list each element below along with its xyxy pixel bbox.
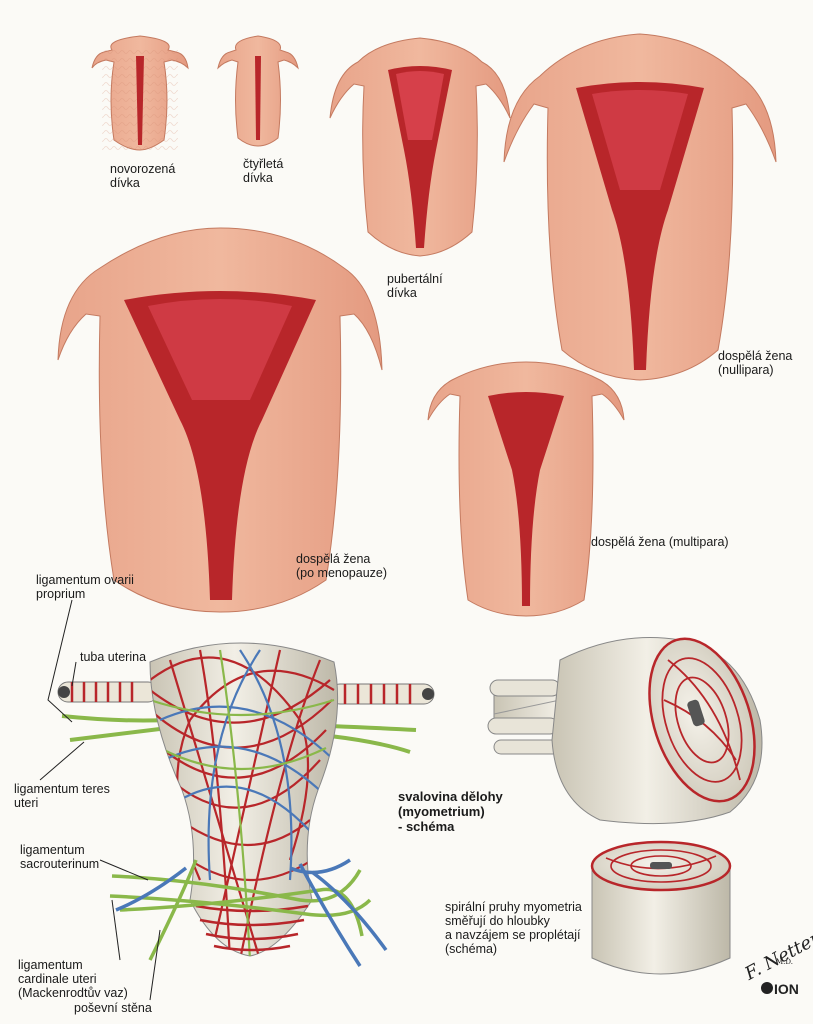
label-ligamentum-ovarii: ligamentum ovarii proprium <box>36 573 134 601</box>
myometrium-schema-uterus <box>57 642 435 967</box>
label-leader-lines <box>39 599 161 1001</box>
label-ligamentum-sacrouterinum: ligamentum sacrouterinum <box>20 843 100 871</box>
label-nullipara: dospělá žena (nullipara) <box>718 349 793 377</box>
label-tuba-uterina: tuba uterina <box>80 650 147 664</box>
uterus-multipara <box>427 361 625 617</box>
myometrium-3d-model <box>487 637 763 975</box>
netter-signature: F. Netter M.D. <box>741 927 813 985</box>
label-ligamentum-cardinale: ligamentum cardinale uteri (Mackenrodtův… <box>18 958 128 1000</box>
svg-text:ION: ION <box>774 981 799 997</box>
label-menopause: dospělá žena (po menopauze) <box>296 552 388 580</box>
svg-text:F. Netter: F. Netter <box>741 927 813 985</box>
label-spiral-note: spirální pruhy myometria směřují do hlou… <box>445 900 582 956</box>
uterus-four-year <box>217 35 299 147</box>
label-myometrium-schema: svalovina dělohy (myometrium) - schéma <box>398 789 503 834</box>
label-newborn: novorozená dívka <box>110 162 176 190</box>
uterus-menopause <box>57 227 383 613</box>
uterus-nullipara <box>503 33 777 381</box>
uterus-newborn <box>91 35 189 151</box>
label-ligamentum-teres: ligamentum teres uteri <box>14 782 110 810</box>
label-multipara: dospělá žena (multipara) <box>591 535 729 549</box>
label-pubertal: pubertální dívka <box>387 272 443 300</box>
label-four-year: čtyřletá dívka <box>243 157 284 185</box>
ion-logo: ION <box>761 981 799 997</box>
svg-text:M.D.: M.D. <box>776 958 793 966</box>
uterus-pubertal <box>329 37 511 257</box>
label-posevni-stena: poševní stěna <box>74 1001 152 1015</box>
